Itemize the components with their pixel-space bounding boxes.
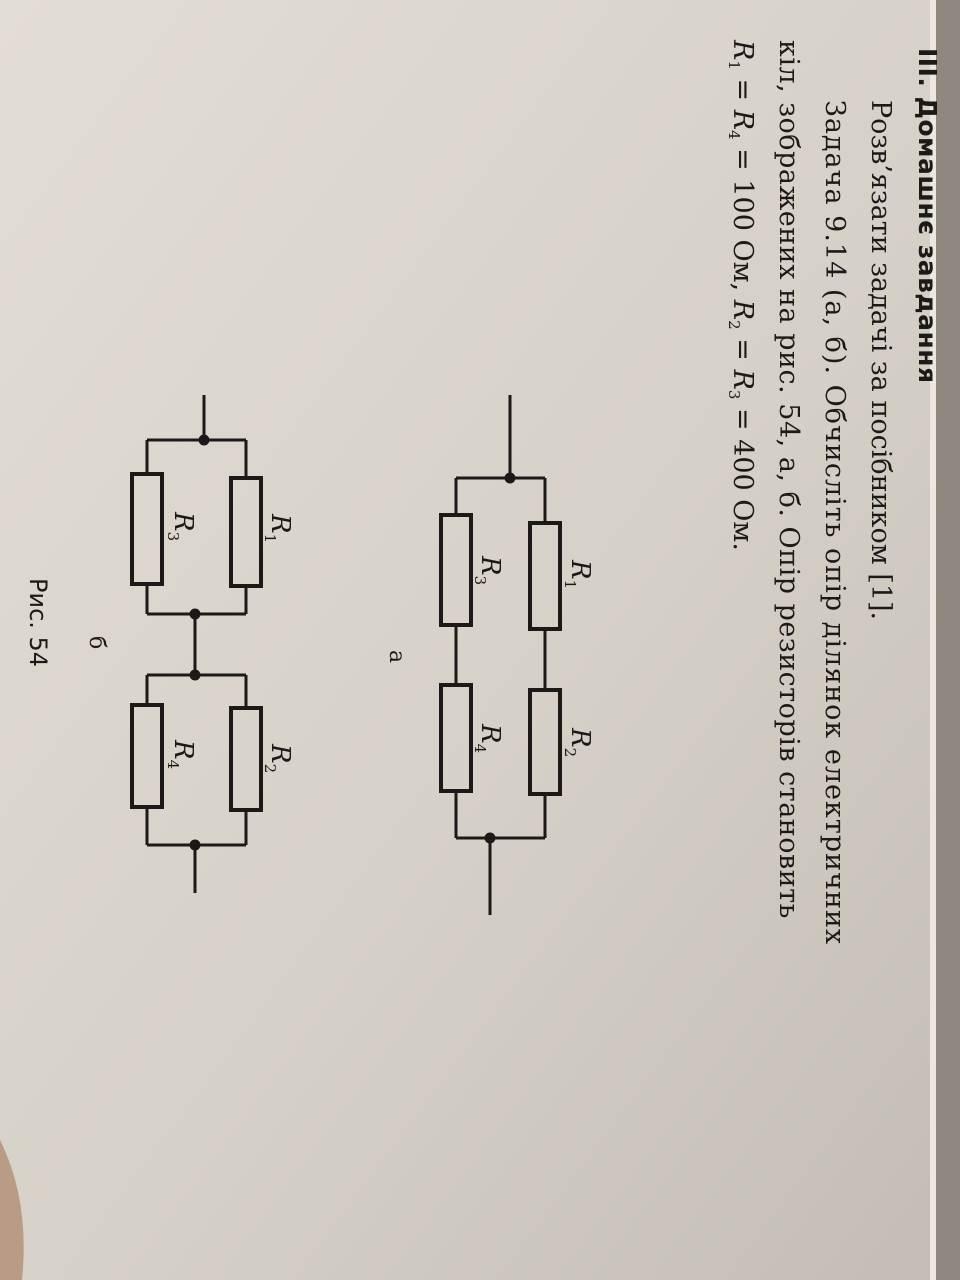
page-edge-highlight bbox=[930, 0, 936, 1280]
node-b-mid-2 bbox=[189, 669, 201, 681]
label-b-r2: R2 bbox=[261, 743, 295, 773]
resistor-b-r2 bbox=[229, 706, 263, 812]
label-a-r3: R3 bbox=[471, 555, 505, 585]
figure-caption: Рис. 54 bbox=[24, 578, 52, 667]
circuit-b bbox=[130, 395, 263, 893]
page-edge bbox=[936, 0, 960, 1280]
resistor-a-r3 bbox=[439, 513, 473, 627]
label-a-r1: R1 bbox=[561, 559, 595, 589]
resistor-b-r3 bbox=[130, 472, 164, 586]
resistor-a-r4 bbox=[439, 683, 473, 793]
node-a-in bbox=[504, 472, 516, 484]
node-b-out bbox=[189, 839, 201, 851]
finger-shadow bbox=[0, 1140, 24, 1280]
node-b-mid-1 bbox=[189, 608, 201, 620]
resistor-a-r2 bbox=[528, 688, 562, 796]
circuit-a-label: а bbox=[384, 650, 409, 663]
circuit-a bbox=[439, 395, 562, 915]
label-a-r2: R2 bbox=[561, 727, 595, 757]
resistor-b-r4 bbox=[130, 703, 164, 809]
node-a-out bbox=[484, 832, 496, 844]
resistor-a-r1 bbox=[528, 521, 562, 631]
node-b-in bbox=[198, 434, 210, 446]
circuit-b-label: б bbox=[84, 636, 109, 649]
label-b-r3: R3 bbox=[164, 511, 198, 541]
resistor-b-r1 bbox=[229, 476, 263, 588]
label-b-r1: R1 bbox=[261, 513, 295, 543]
label-a-r4: R4 bbox=[471, 723, 505, 753]
label-b-r4: R4 bbox=[164, 739, 198, 769]
